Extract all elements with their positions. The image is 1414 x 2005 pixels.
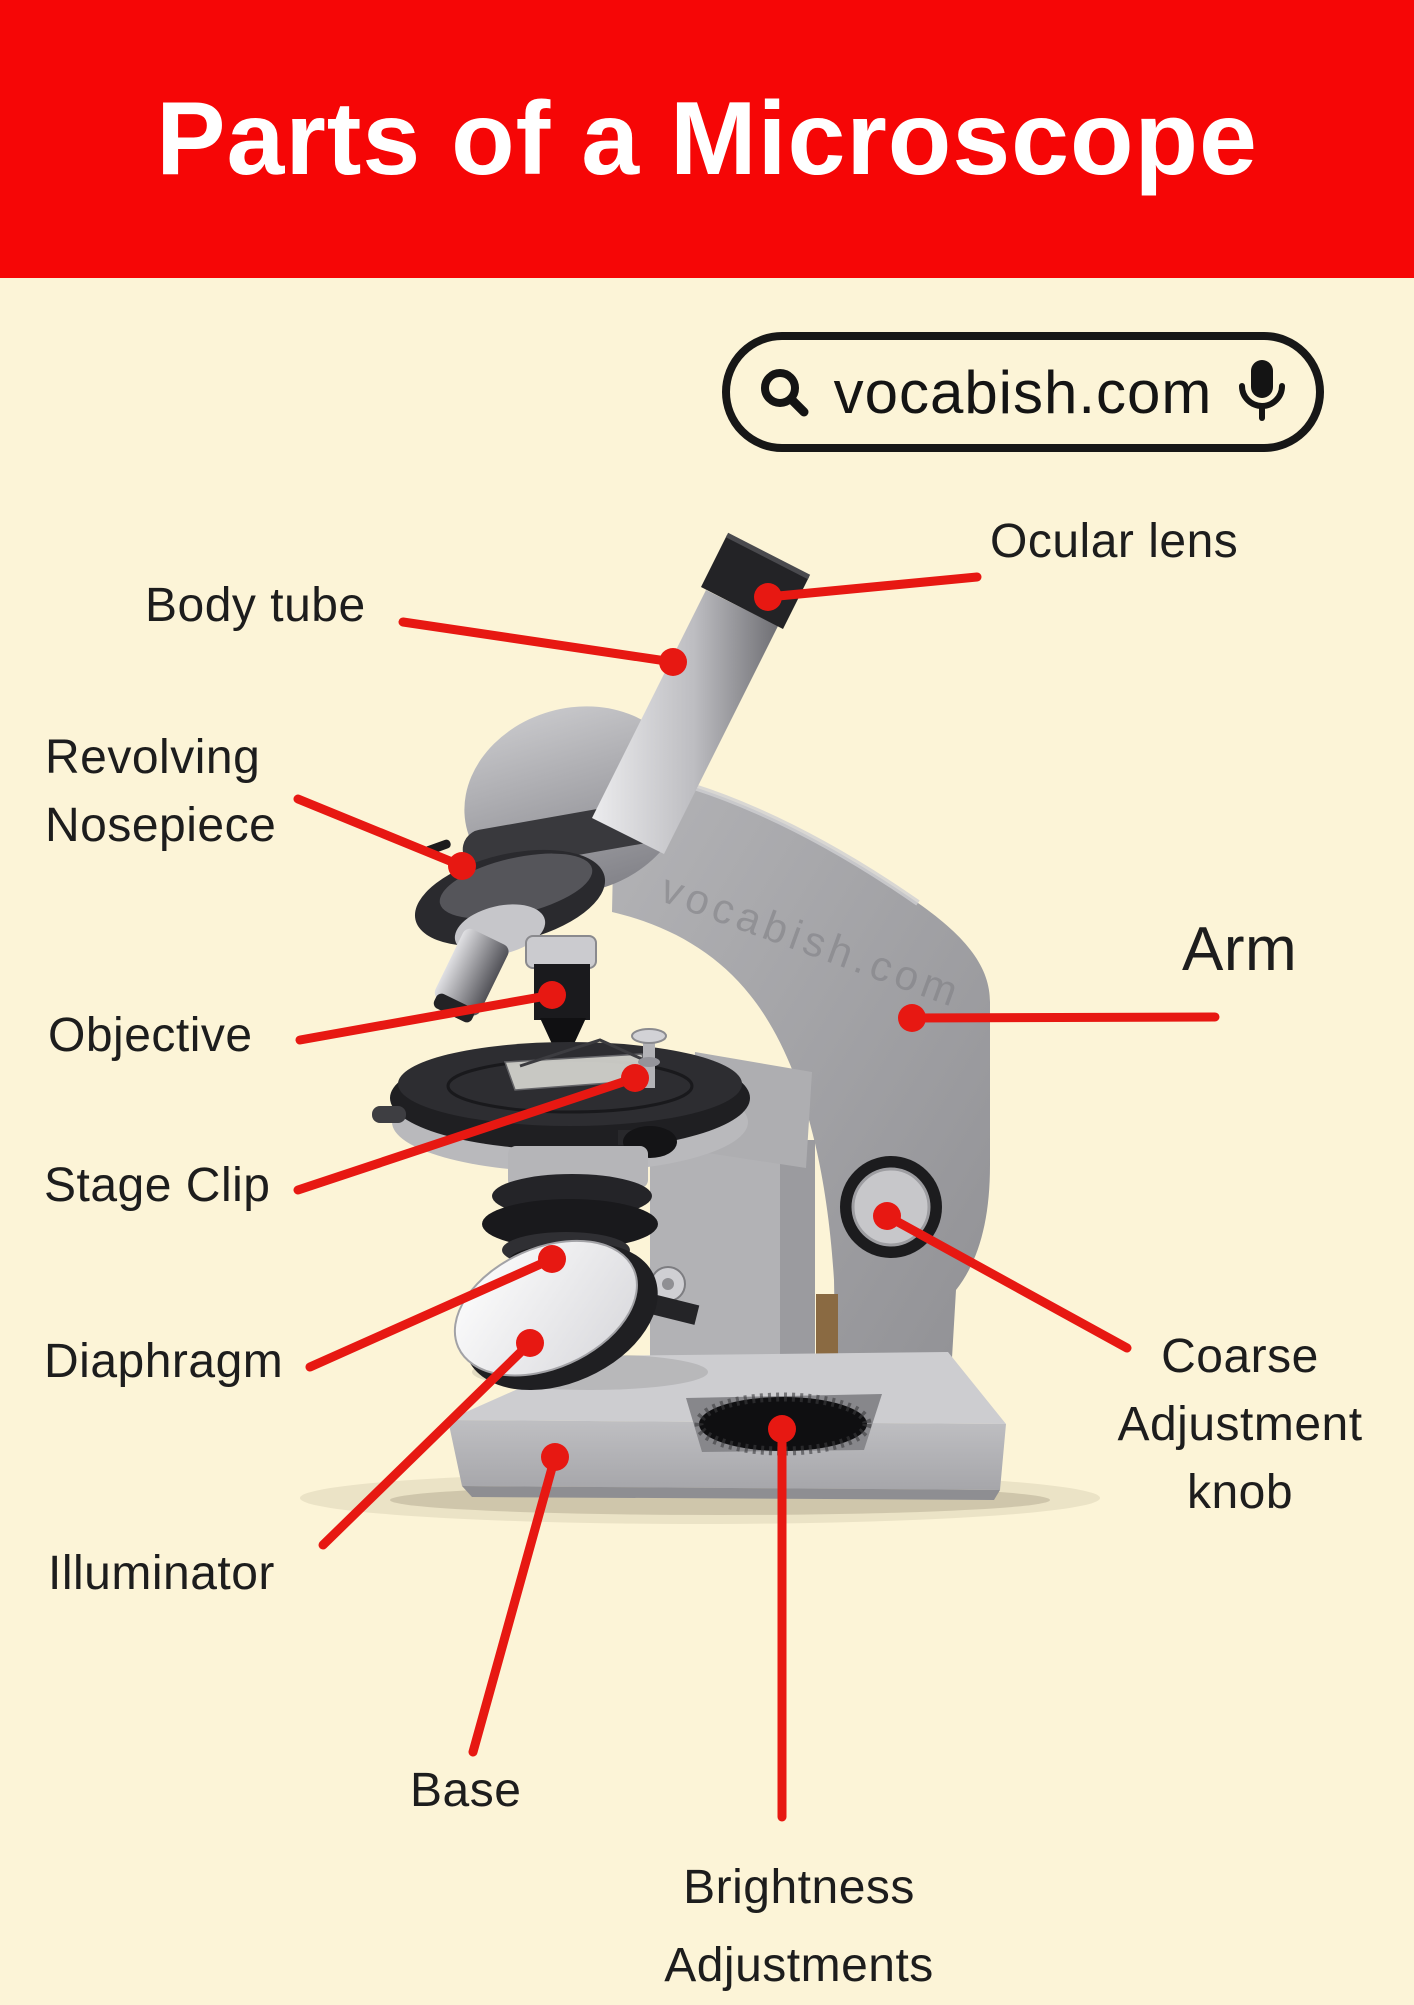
label-line: knob: [1186, 1466, 1294, 1519]
label-line: Brightness: [683, 1861, 915, 1914]
base-dot: [541, 1443, 569, 1471]
stage-clip-line: [293, 1073, 640, 1195]
label-line: Adjustments: [664, 1939, 934, 1992]
diaphragm-line: [305, 1254, 557, 1372]
coarse-knob-dot: [873, 1202, 901, 1230]
microphone-icon: [1234, 358, 1290, 426]
label-line: Adjustment: [1117, 1398, 1363, 1451]
stage-clip-part: [519, 1038, 645, 1068]
illuminator-dot: [516, 1329, 544, 1357]
stage-part: [372, 1028, 750, 1172]
diaphragm-dot: [538, 1245, 566, 1273]
coarse-knob-line: [882, 1211, 1132, 1353]
arm-line: [907, 1012, 1220, 1023]
label-ocular-lens: Ocular lens: [990, 515, 1239, 568]
label-body-tube: Body tube: [145, 579, 366, 632]
site-badge[interactable]: vocabish.com: [722, 332, 1324, 452]
label-line: Coarse: [1161, 1330, 1319, 1383]
site-url: vocabish.com: [833, 358, 1213, 426]
illuminator-line: [318, 1338, 535, 1550]
body-tube-dot: [659, 648, 687, 676]
label-diaphragm: Diaphragm: [44, 1335, 284, 1388]
brightness-dot: [768, 1415, 796, 1443]
nosepiece-line: [293, 794, 467, 871]
ocular-lens-part: [701, 535, 809, 629]
stage-clip-dot: [621, 1064, 649, 1092]
label-brightness-adjustments: Brightness Adjustments: [649, 1849, 949, 2005]
ocular-lens-dot: [754, 583, 782, 611]
leader-lines: [293, 572, 1220, 1822]
objective-line: [295, 990, 557, 1045]
base-line: [468, 1452, 560, 1757]
label-line: Nosepiece: [45, 799, 277, 852]
body-tube-line: [398, 617, 678, 667]
label-revolving-nosepiece: Revolving Nosepiece: [45, 724, 276, 860]
label-coarse-adjustment-knob: Coarse Adjustment knob: [1075, 1323, 1405, 1527]
ocular-lens-line: [763, 572, 982, 602]
label-arm: Arm: [1182, 915, 1298, 984]
label-objective: Objective: [48, 1009, 253, 1062]
label-line: Revolving: [45, 731, 261, 784]
label-illuminator: Illuminator: [48, 1547, 275, 1600]
body-tube-part: [592, 532, 811, 854]
label-base: Base: [410, 1764, 522, 1817]
page-title: Parts of a Microscope: [156, 80, 1258, 197]
header-banner: Parts of a Microscope: [0, 0, 1414, 278]
pointer-dots: [448, 583, 926, 1471]
nosepiece-dot: [448, 852, 476, 880]
arm-dot: [898, 1004, 926, 1032]
objective-dot: [538, 981, 566, 1009]
search-icon: [756, 364, 812, 420]
label-stage-clip: Stage Clip: [44, 1159, 271, 1212]
